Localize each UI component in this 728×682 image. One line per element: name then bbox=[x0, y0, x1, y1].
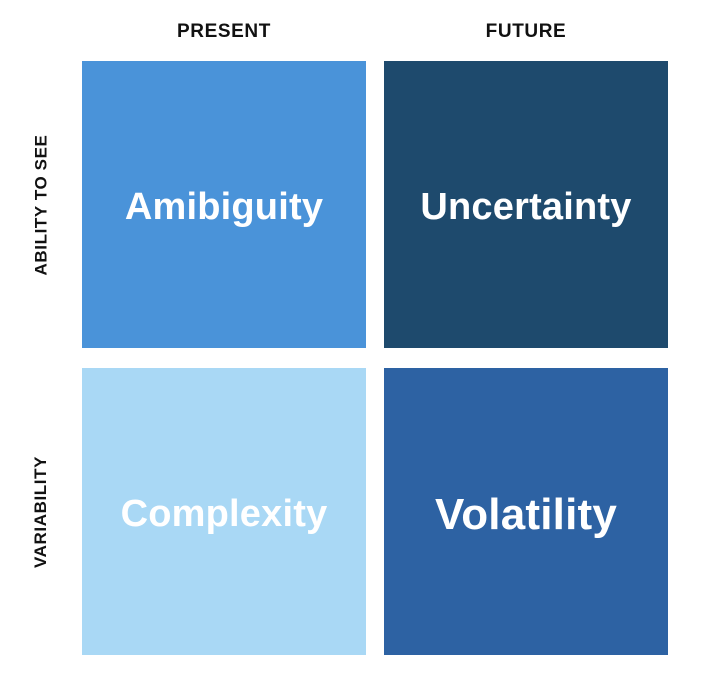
quadrant-uncertainty: Uncertainty bbox=[384, 61, 668, 348]
quadrant-complexity-label: Complexity bbox=[120, 493, 328, 535]
quadrant-volatility-label: Volatility bbox=[434, 489, 618, 539]
quadrant-ambiguity-label: Amibiguity bbox=[124, 186, 324, 228]
column-header-future: FUTURE bbox=[485, 21, 567, 42]
quadrant-complexity: Complexity bbox=[82, 368, 366, 655]
quadrant-ambiguity: Amibiguity bbox=[82, 61, 366, 348]
row-header-variability-text: VARIABILITY bbox=[31, 455, 50, 568]
quadrant-volatility: Volatility bbox=[384, 368, 668, 655]
quadrant-uncertainty-label: Uncertainty bbox=[420, 186, 632, 228]
row-header-variability: VARIABILITY bbox=[0, 368, 82, 655]
row-header-ability-to-see: ABILITY TO SEE bbox=[0, 61, 82, 348]
row-header-ability-to-see-text: ABILITY TO SEE bbox=[31, 134, 50, 275]
column-header-present: PRESENT bbox=[177, 21, 271, 42]
